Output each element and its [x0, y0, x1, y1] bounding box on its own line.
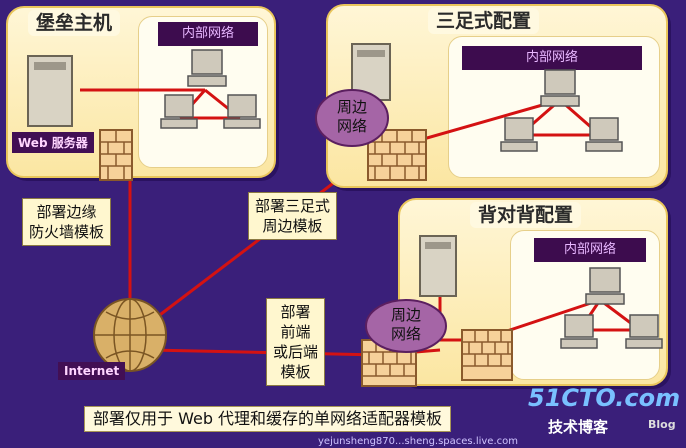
three-leg-title: 三足式配置 — [428, 8, 540, 34]
three-leg-internal-network-label: 内部网络 — [462, 46, 642, 70]
bastion-workstation-icon — [223, 94, 261, 129]
watermark-site: 51CTO.com — [528, 384, 681, 412]
back-inner-firewall-icon — [461, 329, 513, 381]
back-to-back-title: 背对背配置 — [470, 202, 582, 228]
bastion-workstation-icon — [187, 49, 227, 87]
three-leg-perimeter-label: 周边 网络 — [336, 98, 367, 135]
back-workstation-icon — [560, 314, 598, 349]
watermark-url: yejunsheng870...sheng.spaces.live.com — [318, 436, 518, 447]
internet-globe-icon — [93, 298, 167, 372]
three-leg-workstation-icon — [540, 69, 580, 107]
back-server-icon — [419, 235, 457, 297]
bastion-workstation-icon — [160, 94, 198, 129]
edge-firewall-icon — [99, 129, 133, 181]
back-perimeter-network — [365, 299, 447, 353]
watermark-blog-en: Blog — [648, 418, 676, 431]
edge-firewall-callout: 部署边缘 防火墙模板 — [22, 198, 112, 246]
bastion-server-icon — [27, 55, 73, 127]
bastion-title: 堡垒主机 — [28, 10, 121, 36]
back-workstation-icon — [585, 267, 625, 305]
three-leg-perimeter-network — [315, 89, 389, 147]
link-internet-to-back-firewall — [149, 348, 381, 357]
front-back-callout: 部署 前端 或后端 模板 — [266, 298, 326, 386]
bottom-caption: 部署仅用于 Web 代理和缓存的单网络适配器模板 — [84, 406, 452, 432]
internet-label: Internet — [58, 362, 126, 380]
watermark-blog-cn: 技术博客 — [548, 418, 609, 436]
three-leg-callout: 部署三足式 周边模板 — [248, 192, 338, 240]
back-perimeter-label: 周边 网络 — [390, 306, 421, 343]
three-leg-workstation-icon — [500, 117, 538, 152]
web-server-label: Web 服务器 — [12, 132, 94, 153]
three-leg-workstation-icon — [585, 117, 623, 152]
back-internal-network-label: 内部网络 — [534, 238, 646, 262]
bastion-internal-network-label: 内部网络 — [158, 22, 258, 46]
back-workstation-icon — [625, 314, 663, 349]
